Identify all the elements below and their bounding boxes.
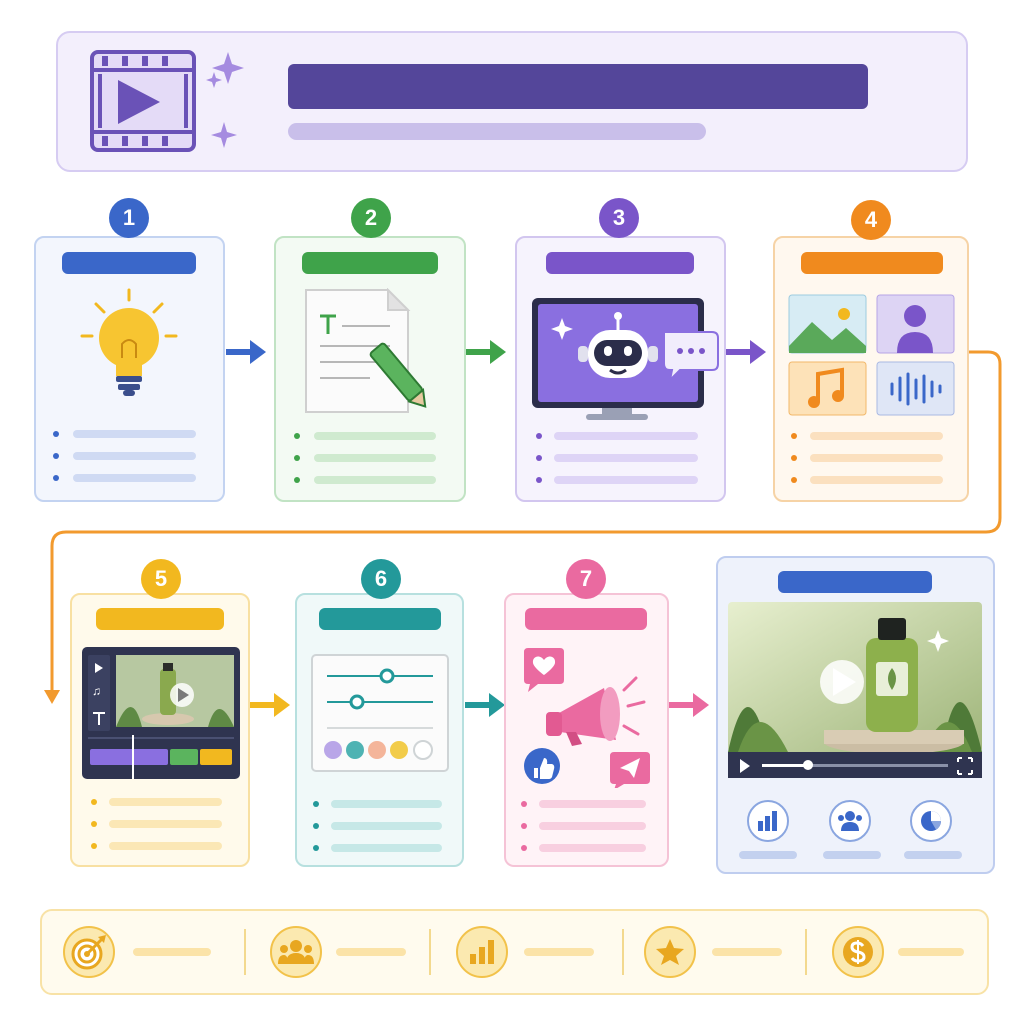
dollar-icon: [832, 926, 884, 978]
step-title-bar: [546, 252, 694, 274]
arrow-icon: [465, 693, 505, 717]
target-icon: [63, 926, 115, 978]
media-assets-icon: [788, 294, 955, 416]
lightbulb-icon: [80, 288, 178, 396]
video-editor-icon: ♫: [82, 647, 240, 779]
megaphone-icon: [524, 648, 650, 788]
video-preview[interactable]: [728, 602, 984, 780]
step-title-bar: [302, 252, 438, 274]
arrow-icon: [669, 693, 709, 717]
step-title-bar: [96, 608, 224, 630]
result-title-bar: [778, 571, 932, 593]
header-title-bar: [288, 64, 868, 109]
step-number-badge: 5: [141, 559, 181, 599]
arrow-icon: [466, 340, 506, 364]
group-icon: [270, 926, 322, 978]
star-icon: [644, 926, 696, 978]
step-title-bar: [801, 252, 943, 274]
arrow-icon: [250, 693, 290, 717]
video-player-icon: [90, 50, 196, 152]
step-number-badge: 6: [361, 559, 401, 599]
step-number-badge: 4: [851, 200, 891, 240]
arrow-icon: [226, 340, 266, 364]
bar-chart-icon: [747, 800, 789, 842]
svg-text:♫: ♫: [92, 684, 101, 698]
step-number-badge: 2: [351, 198, 391, 238]
audience-icon: [829, 800, 871, 842]
adjustments-icon: [311, 654, 449, 772]
step-number-badge: 1: [109, 198, 149, 238]
step-number-badge: 7: [566, 559, 606, 599]
step-number-badge: 3: [599, 198, 639, 238]
step-title-bar: [525, 608, 647, 630]
arrow-icon: [726, 340, 766, 364]
pie-chart-icon: [910, 800, 952, 842]
document-edit-icon: [305, 288, 427, 413]
step-title-bar: [62, 252, 196, 274]
growth-chart-icon: [456, 926, 508, 978]
sparkle-icon: [206, 52, 244, 148]
step-title-bar: [319, 608, 441, 630]
header-subtitle-bar: [288, 123, 706, 140]
ai-robot-icon: [532, 298, 719, 420]
